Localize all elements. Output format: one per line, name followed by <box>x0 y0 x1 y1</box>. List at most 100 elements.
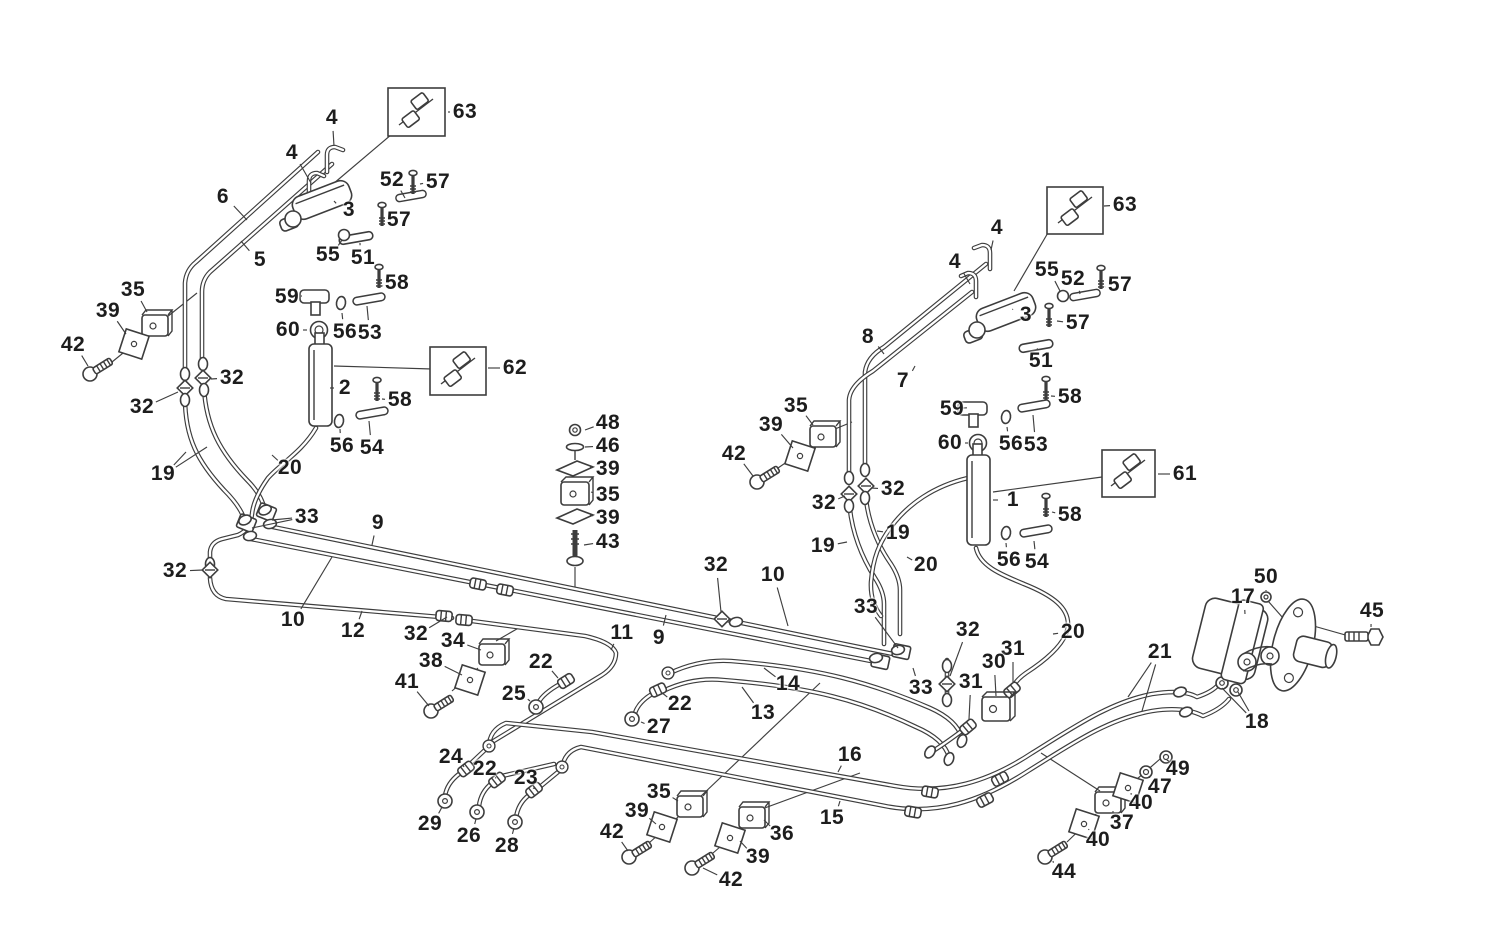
callout-35-90: 35 <box>783 394 809 417</box>
callout-49-108: 49 <box>1165 757 1191 780</box>
callout-38-35: 38 <box>418 649 444 672</box>
callout-40-112: 40 <box>1085 828 1111 851</box>
callout-44-113: 44 <box>1051 860 1077 883</box>
callout-20-102: 20 <box>1060 620 1086 643</box>
callout-54-89: 54 <box>1024 550 1050 573</box>
lower-run-unions <box>903 676 1243 820</box>
callout-32-44: 32 <box>703 553 729 576</box>
callout-57-6: 57 <box>386 208 412 231</box>
callout-60-13: 60 <box>275 318 301 341</box>
tubes-and-hoses <box>185 147 1229 818</box>
callout-62-16: 62 <box>502 356 528 379</box>
callout-29-58: 29 <box>417 812 443 835</box>
callout-9-29: 9 <box>371 511 385 534</box>
callout-32-92: 32 <box>811 491 837 514</box>
callout-28-60: 28 <box>494 834 520 857</box>
callout-63-69: 63 <box>1112 193 1138 216</box>
callout-32-25: 32 <box>129 395 155 418</box>
callout-57-4: 57 <box>425 170 451 193</box>
right-cylinder-assembly <box>962 186 1106 354</box>
callout-43-42: 43 <box>595 530 621 553</box>
callout-35-21: 35 <box>120 278 146 301</box>
callout-53-84: 53 <box>1023 433 1049 456</box>
callout-58-87: 58 <box>1057 503 1083 526</box>
callout-18-107: 18 <box>1244 710 1270 733</box>
callout-23-57: 23 <box>513 766 539 789</box>
callout-4-2: 4 <box>285 141 299 164</box>
callout-21-103: 21 <box>1147 640 1173 663</box>
callout-51-77: 51 <box>1028 349 1054 372</box>
callout-45-106: 45 <box>1359 599 1385 622</box>
callout-46-38: 46 <box>595 434 621 457</box>
center-clamp-stack <box>554 423 596 567</box>
callout-33-98: 33 <box>908 676 934 699</box>
callout-55-7: 55 <box>315 243 341 266</box>
callout-3-75: 3 <box>1019 303 1033 326</box>
callout-16-67: 16 <box>837 743 863 766</box>
callout-2-17: 2 <box>338 376 352 399</box>
callout-5-10: 5 <box>253 248 267 271</box>
callout-25-50: 25 <box>501 682 527 705</box>
callout-22-51: 22 <box>667 692 693 715</box>
callout-32-30: 32 <box>162 559 188 582</box>
callout-59-80: 59 <box>939 397 965 420</box>
callout-42-43: 42 <box>721 442 747 465</box>
right-tee-and-cylinder-1 <box>957 375 1156 546</box>
callout-60-82: 60 <box>937 431 963 454</box>
callout-39-41: 39 <box>595 506 621 529</box>
callout-42-23: 42 <box>60 333 86 356</box>
callout-58-12: 58 <box>384 271 410 294</box>
callout-63-0: 63 <box>452 100 478 123</box>
callout-3-5: 3 <box>342 198 356 221</box>
callout-41-36: 41 <box>394 670 420 693</box>
callout-33-46: 33 <box>853 595 879 618</box>
callout-4-1: 4 <box>325 106 339 129</box>
callout-37-111: 37 <box>1109 811 1135 834</box>
callout-56-83: 56 <box>998 432 1024 455</box>
callout-53-15: 53 <box>357 321 383 344</box>
callout-30-100: 30 <box>981 650 1007 673</box>
callout-22-49: 22 <box>528 650 554 673</box>
callout-52-3: 52 <box>379 168 405 191</box>
callout-15-68: 15 <box>819 806 845 829</box>
elbow-fittings <box>235 502 912 671</box>
callout-13-54: 13 <box>750 701 776 724</box>
pump-assembly-17 <box>1191 591 1384 692</box>
callout-27-52: 27 <box>646 715 672 738</box>
callout-40-110: 40 <box>1128 791 1154 814</box>
callout-7-79: 7 <box>896 369 910 392</box>
callout-32-93: 32 <box>880 477 906 500</box>
callout-48-37: 48 <box>595 411 621 434</box>
callout-58-81: 58 <box>1057 385 1083 408</box>
callout-19-26: 19 <box>150 462 176 485</box>
callout-4-70: 4 <box>990 216 1004 239</box>
static-leaders <box>111 133 1350 854</box>
callout-36-64: 36 <box>769 822 795 845</box>
callout-42-63: 42 <box>599 820 625 843</box>
callout-20-27: 20 <box>277 456 303 479</box>
callout-51-8: 51 <box>350 246 376 269</box>
callout-26-59: 26 <box>456 824 482 847</box>
callout-24-55: 24 <box>438 745 464 768</box>
callout-61-85: 61 <box>1172 462 1198 485</box>
callout-31-99: 31 <box>1000 637 1026 660</box>
callout-8-78: 8 <box>861 325 875 348</box>
bolt-45 <box>1344 628 1384 646</box>
left-cylinder-assembly <box>278 87 446 421</box>
callout-56-19: 56 <box>329 434 355 457</box>
callout-39-91: 39 <box>758 413 784 436</box>
callout-10-31: 10 <box>280 608 306 631</box>
left-line-fittings <box>176 356 274 579</box>
callout-12-32: 12 <box>340 619 366 642</box>
callout-54-20: 54 <box>359 436 385 459</box>
callout-52-73: 52 <box>1060 267 1086 290</box>
callout-39-39: 39 <box>595 457 621 480</box>
callout-10-45: 10 <box>760 563 786 586</box>
callout-19-94: 19 <box>810 534 836 557</box>
callout-59-11: 59 <box>274 285 300 308</box>
callout-32-33: 32 <box>403 622 429 645</box>
callout-57-74: 57 <box>1107 273 1133 296</box>
callout-34-34: 34 <box>440 629 466 652</box>
